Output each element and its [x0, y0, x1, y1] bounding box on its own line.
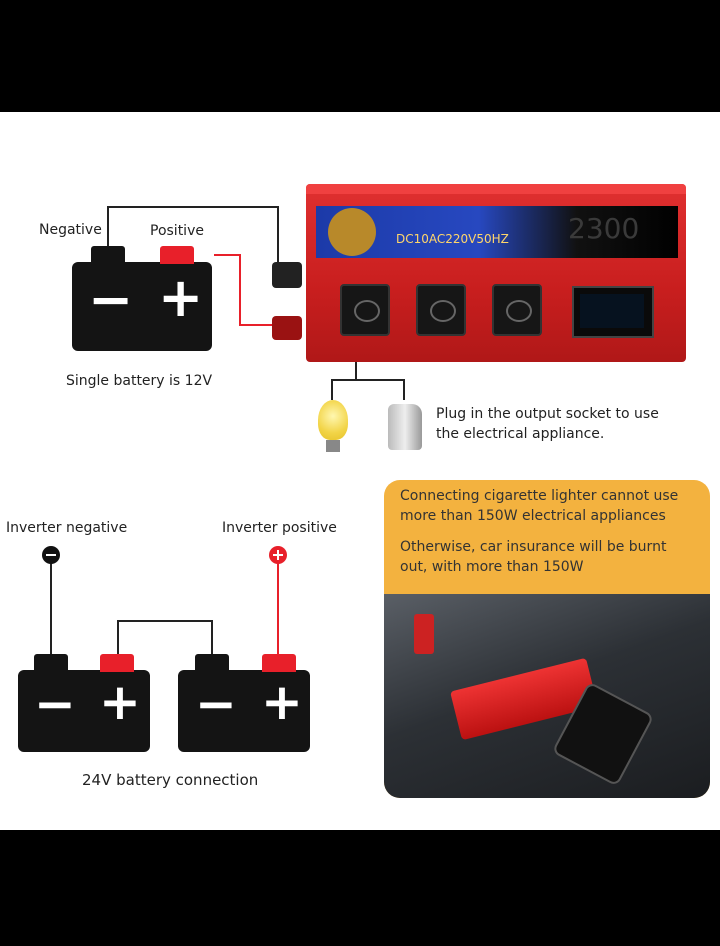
socket-adapter-photo: [414, 614, 434, 654]
kettle-icon: [388, 404, 422, 450]
battery-a: [18, 670, 150, 752]
notice-line4: out, with more than 150W: [400, 559, 584, 575]
inverter-wattage: 2300: [568, 212, 640, 245]
inverter-top-edge: [306, 184, 686, 194]
plus-sign: +: [158, 266, 204, 329]
notice-line3: Otherwise, car insurance will be burnt: [400, 539, 667, 555]
battery-a-positive-terminal: [100, 654, 134, 672]
lcd-display: [572, 286, 654, 338]
inverter-negative-label: Inverter negative: [6, 520, 128, 536]
battery-24v-caption: 24V battery connection: [82, 771, 259, 789]
notice-card: Connecting cigarette lighter cannot use …: [384, 480, 710, 798]
ac-socket-3: [492, 284, 542, 336]
negative-connector: [272, 262, 302, 288]
battery-b-positive-terminal: [262, 654, 296, 672]
battery-b-plus: +: [261, 673, 303, 731]
car-interior-photo: [384, 594, 710, 798]
battery-a-plus: +: [99, 673, 141, 731]
minus-sign: −: [88, 268, 134, 331]
notice-line1: Connecting cigarette lighter cannot use: [400, 488, 679, 504]
positive-label: Positive: [150, 223, 204, 239]
plug-instruction-line2: the electrical appliance.: [436, 426, 605, 442]
plug-instruction-line1: Plug in the output socket to use: [436, 406, 659, 422]
power-inverter: DC10AC220V50HZ 2300: [306, 184, 686, 362]
battery-12v: [72, 262, 212, 351]
negative-label: Negative: [39, 222, 102, 238]
notice-line2: more than 150W electrical appliances: [400, 508, 666, 524]
positive-terminal: [160, 246, 194, 264]
battery-b-minus: −: [195, 675, 237, 733]
ac-socket-2: [416, 284, 466, 336]
light-bulb-icon: [318, 400, 348, 440]
positive-pole-plus-v: [277, 550, 279, 560]
battery-a-minus: −: [34, 675, 76, 733]
battery-b-negative-terminal: [195, 654, 229, 672]
inverter-banner: DC10AC220V50HZ 2300: [316, 206, 678, 258]
shield-logo-icon: [328, 208, 376, 256]
bulb-base: [326, 440, 340, 452]
battery-b: [178, 670, 310, 752]
negative-terminal: [91, 246, 125, 264]
inverter-spec: DC10AC220V50HZ: [396, 232, 509, 246]
positive-connector: [272, 316, 302, 340]
inverter-positive-label: Inverter positive: [222, 520, 337, 536]
negative-pole-minus: [46, 554, 56, 556]
ac-socket-1: [340, 284, 390, 336]
battery-a-negative-terminal: [34, 654, 68, 672]
single-battery-caption: Single battery is 12V: [66, 373, 213, 389]
